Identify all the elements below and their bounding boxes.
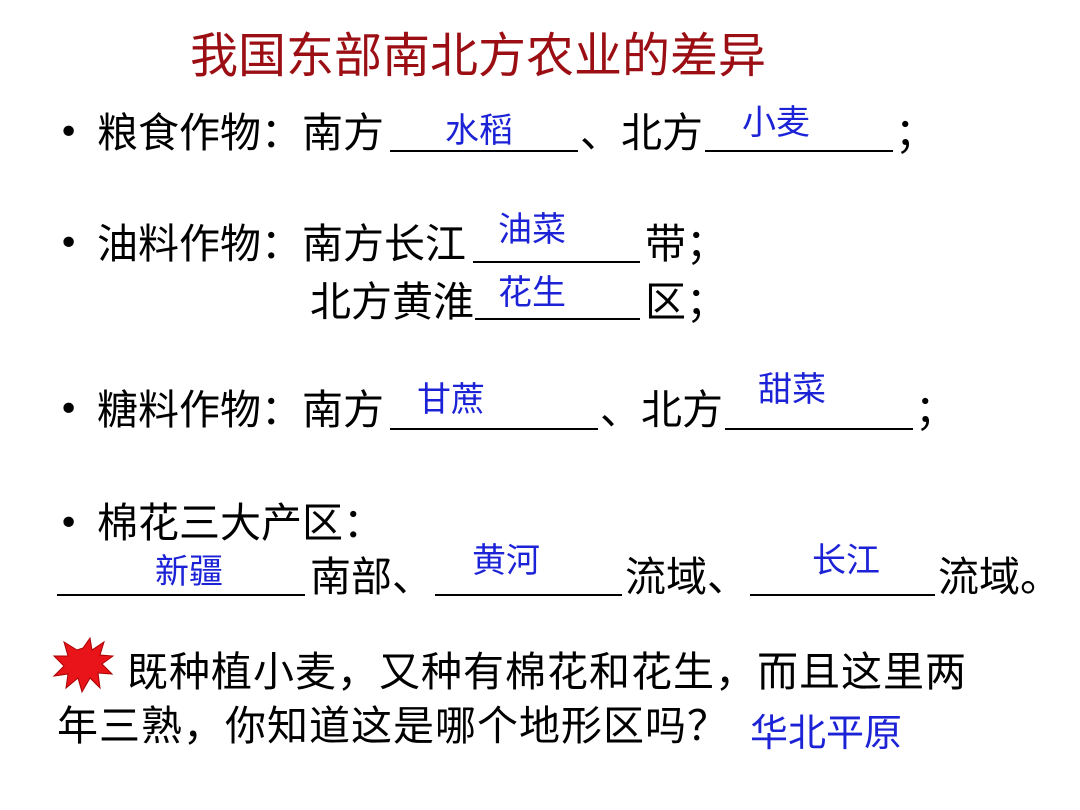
sugar-label: 糖料作物：南方 (97, 386, 384, 434)
bullet: • (58, 112, 80, 153)
sugar-south-blank (390, 428, 598, 430)
grain-north-blank (705, 150, 893, 152)
oil-north-blank (475, 318, 640, 320)
sugar-south-answer: 甘蔗 (417, 380, 485, 420)
cotton-text-2: 流域、 (625, 553, 748, 601)
cotton-text-1: 南部、 (310, 553, 433, 601)
sugar-north-answer: 甜菜 (758, 370, 826, 410)
bullet: • (58, 503, 80, 544)
grain-mid: 、北方 (580, 109, 703, 157)
cotton-answer-2: 黄河 (472, 541, 540, 581)
cotton-blank-3 (750, 594, 935, 596)
question-line-2: 年三熟，你知道这是哪个地形区吗？ (57, 702, 729, 750)
grain-end: ； (895, 109, 936, 157)
oil-south-answer: 油菜 (498, 210, 566, 250)
grain-label: 粮食作物：南方 (97, 109, 384, 157)
grain-south-blank (390, 150, 578, 152)
cotton-text-3: 流域。 (938, 553, 1061, 601)
grain-north-answer: 小麦 (742, 103, 810, 143)
cotton-answer-3: 长江 (812, 541, 880, 581)
sugar-end: ； (915, 386, 956, 434)
question-line-1: 既种植小麦，又种有棉花和花生，而且这里两 (127, 648, 967, 696)
cotton-answer-1: 新疆 (155, 552, 223, 592)
oil-label2: 北方黄淮 (310, 278, 474, 326)
slide-title: 我国东部南北方农业的差异 (190, 28, 767, 84)
bullet: • (58, 223, 80, 264)
oil-label: 油料作物：南方长江 (97, 220, 466, 268)
sugar-mid: 、北方 (600, 386, 723, 434)
oil-north-answer: 花生 (498, 273, 566, 313)
grain-south-answer: 水稻 (445, 111, 513, 151)
question-answer: 华北平原 (750, 711, 903, 755)
cotton-label: 棉花三大产区： (97, 499, 384, 547)
bullet: • (58, 389, 80, 430)
sugar-north-blank (725, 428, 913, 430)
oil-end2: 区； (645, 278, 727, 326)
cotton-blank-2 (435, 594, 622, 596)
starburst-icon (52, 636, 114, 694)
oil-end1: 带； (645, 220, 727, 268)
oil-south-blank (473, 261, 640, 263)
cotton-blank-1 (57, 594, 305, 596)
